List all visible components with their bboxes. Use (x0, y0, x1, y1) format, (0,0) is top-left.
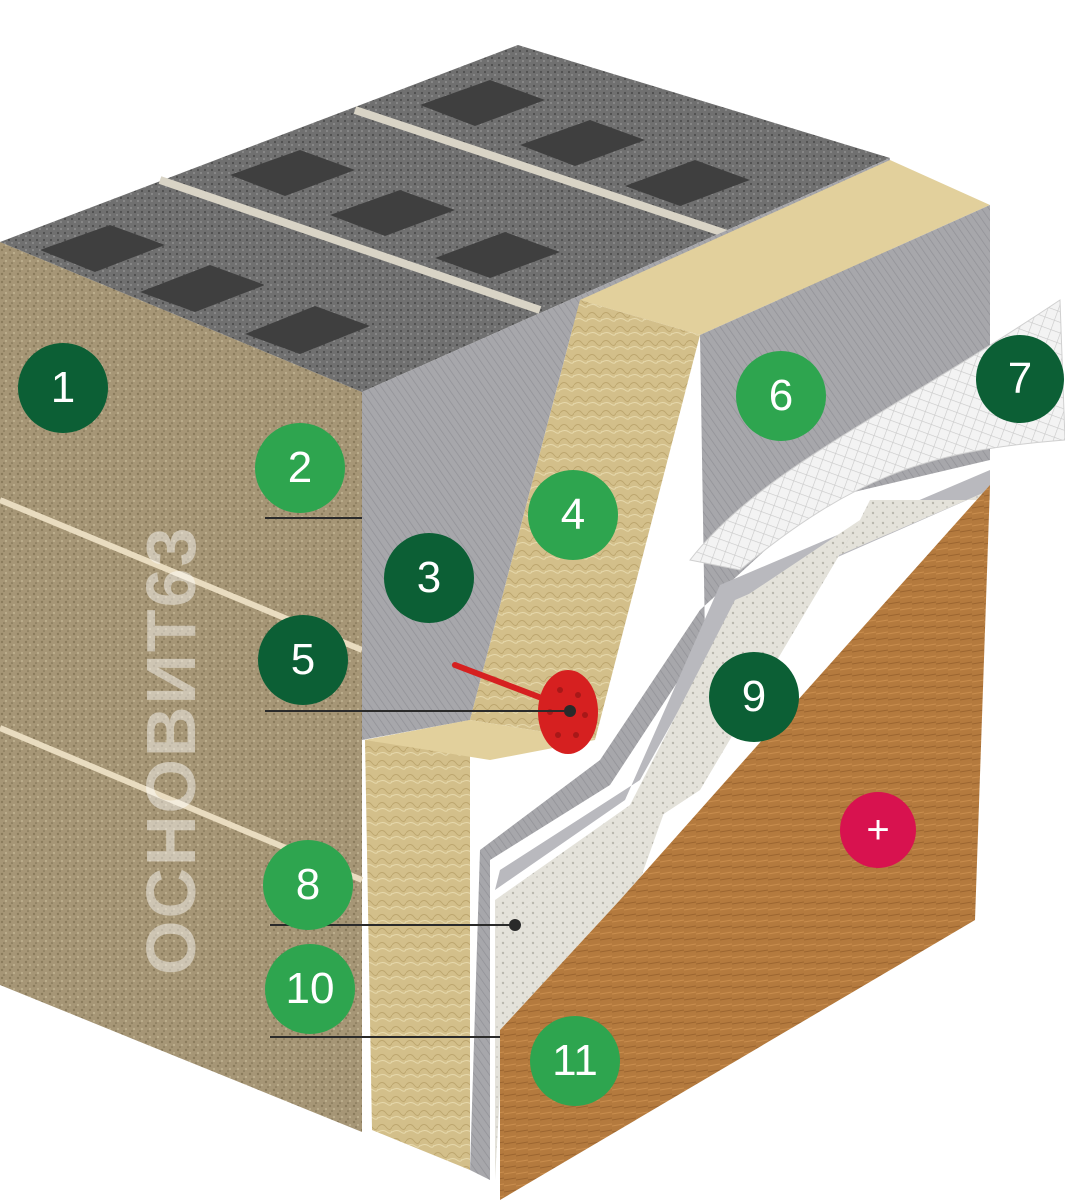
reinforcing-mesh (689, 299, 1065, 571)
wool-slab-ledge (365, 720, 595, 760)
top-joint (353, 106, 732, 239)
anchor-dowel-holes (547, 687, 588, 738)
callout-3: 3 (384, 533, 474, 623)
finish-coat-layer (500, 485, 990, 1200)
callout-7: 7 (976, 335, 1064, 423)
leader-line-5 (265, 710, 570, 712)
leader-line-10 (270, 1036, 500, 1038)
callout-8: 8 (263, 840, 353, 930)
primer-strip (495, 470, 990, 890)
callout-4: 4 (528, 470, 618, 560)
callout-2: 2 (255, 423, 345, 513)
brand-watermark: ОСНОВИТ63 (132, 526, 210, 975)
decorative-plaster-wedge (500, 520, 860, 1030)
callout-10: 10 (265, 944, 355, 1034)
callout-plus: + (840, 792, 916, 868)
callout-5: 5 (258, 615, 348, 705)
top-joint (158, 176, 542, 314)
leader-line-8 (270, 924, 515, 926)
leader-line-2 (265, 517, 362, 519)
callout-1: 1 (18, 343, 108, 433)
wool-slab-top (580, 160, 990, 335)
leader-dot-5 (564, 705, 576, 717)
callout-11: 11 (530, 1016, 620, 1106)
callout-9: 9 (709, 652, 799, 742)
leader-dot-8 (509, 919, 521, 931)
callout-6: 6 (736, 351, 826, 441)
adhesive-layer-lower (362, 300, 580, 740)
wool-slab-front-face (365, 720, 470, 1170)
block-hollows (40, 80, 750, 354)
block-wall-top (0, 45, 890, 392)
